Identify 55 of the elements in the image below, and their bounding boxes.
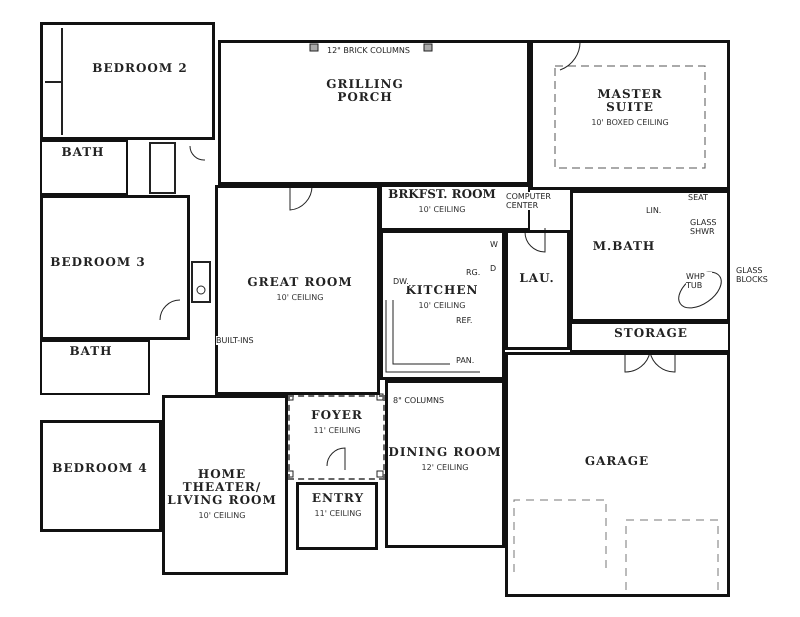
room-name: LAU.	[519, 272, 555, 285]
ceiling-note: 10' CEILING	[418, 205, 466, 214]
ceiling-note: 10' CEILING	[418, 301, 466, 310]
note: BUILT-INS	[216, 336, 254, 345]
room-outline	[40, 420, 162, 532]
note: 12" BRICK COLUMNS	[327, 46, 410, 55]
room-name: GARAGE	[584, 455, 650, 468]
room-outline	[570, 322, 730, 352]
fixture-label: PAN.	[456, 356, 474, 365]
room-name: STORAGE	[614, 327, 688, 340]
room-outline	[40, 340, 150, 395]
room-outline	[385, 380, 505, 548]
room-name: BEDROOM 4	[52, 462, 148, 475]
ceiling-note: 10' CEILING	[198, 511, 246, 520]
ceiling-note: 10' BOXED CEILING	[591, 118, 669, 127]
room-name: BRKFST. ROOM	[388, 188, 496, 201]
room-name: BATH	[61, 146, 105, 159]
room-name: ENTRY	[312, 492, 364, 505]
room-outline	[380, 230, 505, 380]
room-name: BEDROOM 3	[50, 256, 146, 269]
fixture-label: RG.	[466, 268, 480, 277]
room-name: BATH	[69, 345, 113, 358]
room-name: KITCHEN	[406, 284, 478, 297]
room-name: GREAT ROOM	[247, 276, 353, 289]
room-name: DINING ROOM	[388, 446, 502, 459]
room-name: HOME THEATER/ LIVING ROOM	[167, 468, 277, 507]
fixture-label: REF.	[456, 316, 472, 325]
room-outline	[40, 195, 190, 340]
room-outline	[505, 352, 730, 597]
room-outline	[40, 140, 128, 195]
fixture-label: W	[490, 240, 498, 249]
room-name: BEDROOM 2	[92, 62, 188, 75]
room-name: M.BATH	[592, 240, 656, 253]
fixture-label: WHP TUB	[686, 272, 712, 290]
room-outline	[218, 40, 530, 185]
room-name: FOYER	[311, 409, 363, 422]
ceiling-note: 11' CEILING	[314, 426, 360, 435]
fixture-label: SEAT	[688, 193, 708, 202]
fixture-label: D	[490, 264, 496, 273]
room-outline	[162, 395, 288, 575]
ceiling-note: 12' CEILING	[422, 463, 468, 472]
room-name: GRILLING PORCH	[325, 78, 405, 104]
ceiling-note: 10' CEILING	[276, 293, 324, 302]
note: 8" COLUMNS	[393, 396, 444, 405]
room-name: MASTER SUITE	[596, 88, 664, 114]
room-outline	[40, 22, 215, 140]
room-outline	[530, 40, 730, 190]
fixture-label: DW.	[393, 277, 409, 286]
room-outline	[505, 230, 570, 350]
room-outline	[296, 482, 378, 550]
room-outline	[570, 190, 730, 322]
fixture-label: LIN.	[646, 206, 662, 215]
ceiling-note: 11' CEILING	[314, 509, 362, 518]
room-outline	[215, 185, 380, 395]
open-area-outline	[288, 395, 385, 480]
